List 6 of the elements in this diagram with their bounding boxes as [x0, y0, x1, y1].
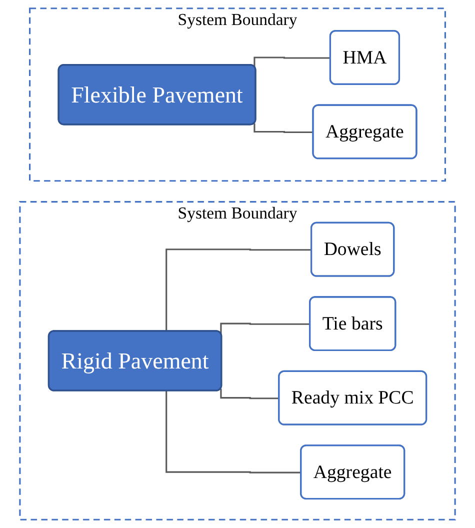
connector [220, 388, 280, 400]
connector [166, 248, 312, 332]
connector [254, 123, 314, 134]
connector [254, 56, 331, 67]
connector [220, 322, 310, 334]
connector [166, 391, 302, 474]
